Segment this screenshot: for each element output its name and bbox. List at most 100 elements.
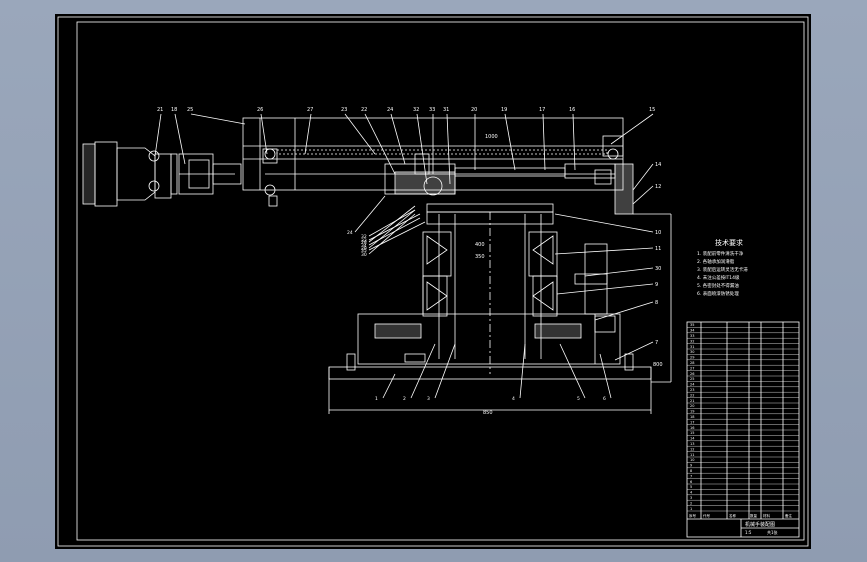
drawing-sheet-count: 共1张 [767,529,778,535]
column-assembly [422,203,608,374]
callout-leader [594,301,654,321]
parts-list-number: 11 [690,453,694,457]
parts-list-number: 15 [690,431,694,435]
callout-label: 21 [157,107,163,113]
parts-list-header: 名称 [729,513,737,518]
callout-leader [599,353,612,399]
callout-label: 24 [387,107,393,113]
dimension-label: 350 [475,254,485,260]
parts-list-number: 22 [690,393,694,397]
callout-leader [542,113,546,171]
callout-leader [368,209,416,237]
callout-label: 4 [512,396,515,402]
parts-list-number: 1 [690,507,692,511]
drawing-sheet: 技术要求 1. 装配前零件清洗干净 2. 各轴承加润滑脂 3. 装配后运转灵活无… [55,14,811,549]
callout-leader [368,217,421,246]
parts-list-number: 23 [690,388,694,392]
title-block: 3534333231302928272625242322212019181716… [686,321,800,538]
tech-req-line: 3. 装配后运转灵活无卡滞 [697,266,748,273]
callout-label: 6 [603,396,606,402]
base-assembly [328,313,652,414]
inner-frame [76,21,805,541]
callout-label: 34 [361,243,367,249]
parts-list-number: 28 [690,361,694,365]
parts-list-header: 数量 [750,513,758,518]
callout-label: 30 [361,252,367,258]
callout-label: 32 [361,234,367,240]
callout-leader [154,113,162,157]
callout-leader [368,209,416,249]
dimension-label: 800 [653,362,663,368]
parts-list-number: 12 [690,447,694,451]
tech-req-line: 5. 各密封处不得漏油 [697,282,739,289]
callout-leader [554,213,654,233]
parts-list-number: 7 [690,474,692,478]
callout-leader [344,113,376,155]
callout-leader [632,185,654,205]
callout-label: 33 [429,107,435,113]
parts-list-number: 31 [690,345,694,349]
parts-list-number: 32 [690,339,694,343]
sheet-border [57,16,809,547]
callout-label: 29 [361,246,367,252]
callout-leader [434,343,456,399]
tech-req-line: 1. 装配前零件清洗干净 [697,250,744,257]
dimension-label: 400 [475,242,485,248]
callout-label: 22 [361,107,367,113]
parts-list-header: 备注 [785,513,793,518]
parts-list-number: 4 [690,491,693,495]
callout-label: 24 [347,230,353,236]
callout-label: 2 [403,396,406,402]
parts-list-header: 材料 [763,513,771,518]
parts-list-number: 10 [690,458,694,462]
parts-list-number: 33 [690,334,694,338]
callout-label: 23 [341,107,347,113]
callout-leader [556,283,654,295]
parts-list-number: 18 [690,415,694,419]
callout-label: 25 [187,107,193,113]
callout-leader [504,113,516,171]
tech-req-title: 技术要求 [715,238,743,247]
callout-label: 11 [655,246,661,252]
parts-list-number: 21 [690,399,694,403]
assembly-drawing: 技术要求 1. 装配前零件清洗干净 2. 各轴承加润滑脂 3. 装配后运转灵活无… [57,16,809,547]
callout-label: 14 [655,162,661,168]
tech-req-line: 6. 表面喷漆防锈处理 [697,290,739,297]
callout-label: 32 [413,107,419,113]
parts-list-number: 9 [690,464,692,468]
tech-req-line: 4. 未注公差按IT14级 [697,274,740,281]
callout-label: 26 [257,107,263,113]
callout-leader [410,343,436,399]
callout-label: 16 [569,107,575,113]
callout-leader [368,221,426,251]
tech-req-line: 2. 各轴承加润滑脂 [697,258,735,265]
callout-label: 28 [361,240,367,246]
callout-label: 10 [655,230,661,236]
drawing-title: 机械手装配图 [745,521,775,528]
parts-list-header: 代号 [703,513,711,518]
callout-label: 1 [375,396,378,402]
technical-requirements: 技术要求 1. 装配前零件清洗干净 2. 各轴承加润滑脂 3. 装配后运转灵活无… [697,238,748,297]
callout-leader [519,343,526,399]
callout-label: 3 [427,396,430,402]
callout-label: 30 [655,266,661,272]
callout-leader [364,113,396,175]
callout-label: 33 [361,238,367,244]
parts-list-number: 16 [690,426,694,430]
parts-list-number: 29 [690,356,694,360]
callout-leader [572,113,576,171]
callout-label: 7 [655,340,658,346]
parts-list-number: 30 [690,350,694,354]
callout-label: 20 [471,107,477,113]
callout-leader [260,113,268,155]
callout-label: 35 [361,248,367,254]
callout-leader [174,113,186,165]
parts-list-number: 26 [690,372,694,376]
parts-list-number: 17 [690,420,694,424]
callout-label: 31 [443,107,449,113]
callout-leader [354,195,386,233]
parts-list-number: 3 [690,496,692,500]
